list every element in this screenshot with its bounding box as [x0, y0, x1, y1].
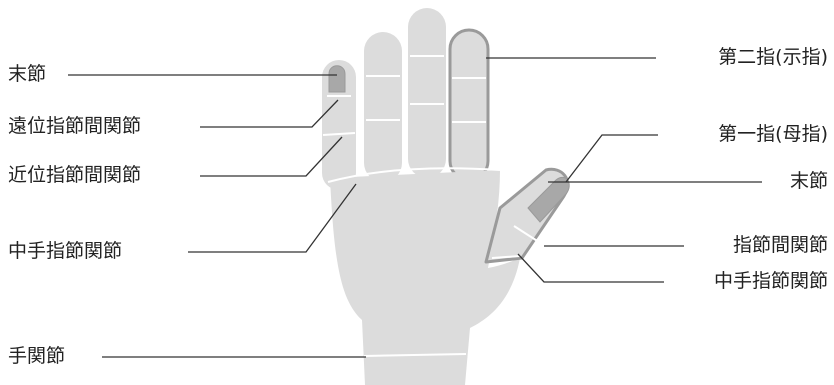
label-distal-phalanx: 末節	[8, 65, 46, 84]
leader-thumb-mcp	[518, 254, 664, 282]
label-ip-joint: 指節間関節	[733, 236, 828, 255]
index-finger	[450, 30, 488, 180]
leader-thumb	[566, 135, 658, 182]
label-dip-joint: 遠位指節間関節	[8, 117, 141, 136]
leader-mcp-joint	[188, 184, 356, 252]
label-thumb-distal-phalanx: 末節	[790, 172, 828, 191]
label-pip-joint: 近位指節間関節	[8, 166, 141, 185]
label-wrist-joint: 手関節	[8, 347, 65, 366]
label-thumb-mcp-joint: 中手指節関節	[714, 272, 828, 291]
hand-silhouette	[322, 8, 568, 385]
leader-pip-joint	[200, 137, 342, 176]
palm	[330, 170, 520, 385]
ring-finger	[364, 32, 402, 182]
label-thumb: 第一指(母指)	[718, 125, 828, 144]
leader-dip-joint	[200, 100, 338, 127]
label-index-finger: 第二指(示指)	[718, 48, 828, 67]
middle-finger	[408, 8, 446, 178]
label-mcp-joint: 中手指節関節	[8, 242, 122, 261]
little-finger-nail	[329, 66, 345, 92]
